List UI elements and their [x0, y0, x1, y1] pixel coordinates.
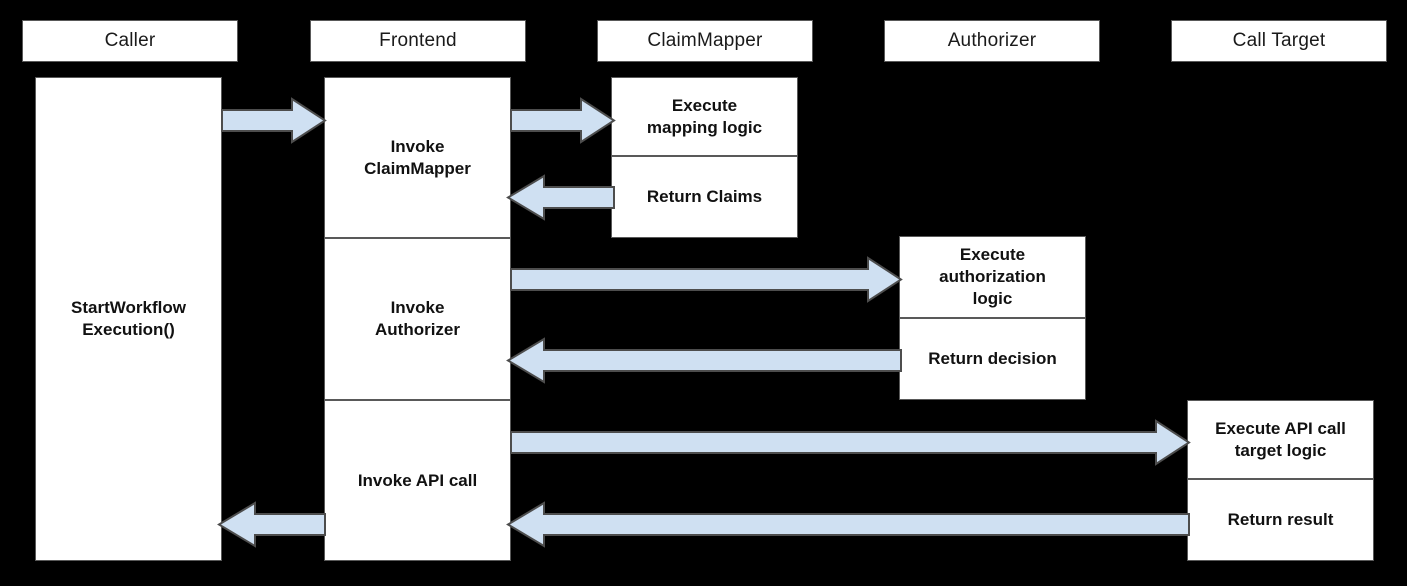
activation-authorizer-return-decision: Return decision [899, 318, 1086, 400]
activation-calltarget-execute-api-call-target-logic: Execute API call target logic [1187, 400, 1374, 479]
activation-frontend-invoke-api-call: Invoke API call [324, 400, 511, 561]
participant-header-frontend: Frontend [310, 20, 526, 62]
participant-header-authorizer: Authorizer [884, 20, 1100, 62]
activation-frontend-invoke-authorizer: Invoke Authorizer [324, 238, 511, 400]
message-arrow-frontend-to-caller [217, 501, 326, 548]
activation-calltarget-return-result: Return result [1187, 479, 1374, 561]
message-arrow-authorizer-to-frontend [506, 337, 902, 384]
participant-header-claimmapper: ClaimMapper [597, 20, 813, 62]
message-arrow-frontend-to-authorizer [510, 256, 903, 303]
message-arrow-caller-to-frontend [221, 97, 327, 144]
message-arrow-frontend-to-claimmapper [510, 97, 616, 144]
activation-claimmapper-execute-mapping-logic: Execute mapping logic [611, 77, 798, 156]
message-arrow-claimmapper-to-frontend [506, 174, 615, 221]
activation-frontend-invoke-claimmapper: Invoke ClaimMapper [324, 77, 511, 238]
message-arrow-frontend-to-calltarget [510, 419, 1191, 466]
participant-header-caller: Caller [22, 20, 238, 62]
activation-authorizer-execute-authorization-logic: Execute authorization logic [899, 236, 1086, 318]
activation-claimmapper-return-claims: Return Claims [611, 156, 798, 238]
activation-caller-startworkflow: StartWorkflow Execution() [35, 77, 222, 561]
message-arrow-calltarget-to-frontend [506, 501, 1190, 548]
participant-header-calltarget: Call Target [1171, 20, 1387, 62]
